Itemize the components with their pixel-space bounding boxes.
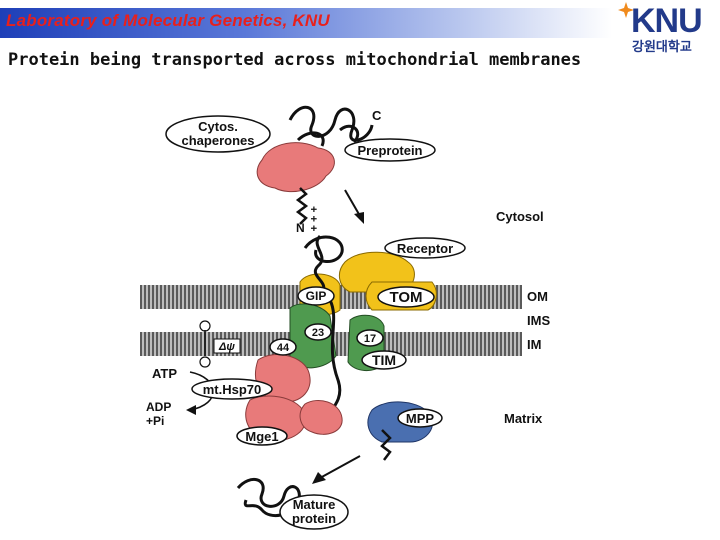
mthsp70-label: mt.Hsp70 (203, 382, 262, 397)
header-title: Laboratory of Molecular Genetics, KNU (6, 11, 330, 30)
adp-label: ADP (146, 400, 171, 414)
preprotein-coil (288, 105, 374, 142)
tim23-label: 23 (312, 327, 324, 339)
mpp-label: MPP (406, 411, 435, 426)
om-label: OM (527, 289, 548, 304)
logo-subtitle: 강원대학교 (632, 40, 692, 55)
charges-label: + + + (307, 206, 319, 231)
header-bar: Laboratory of Molecular Genetics, KNU (0, 8, 612, 38)
slide-title: Protein being transported across mitocho… (8, 50, 582, 70)
n-terminus-label: N (296, 221, 305, 235)
cytosol-label: Cytosol (496, 209, 544, 224)
presequence (295, 187, 309, 225)
receptor-label: Receptor (397, 241, 453, 256)
mature-label-line1: Mature (293, 497, 336, 512)
import-arrow (344, 189, 361, 217)
tom-label: TOM (389, 289, 422, 306)
pi-label: +Pi (146, 414, 164, 428)
mature-protein-coil (236, 478, 301, 518)
chaperone-blob (256, 142, 335, 192)
atp-label: ATP (152, 366, 177, 381)
logo-text: KNU (631, 2, 703, 40)
delta-psi-label: Δψ (218, 341, 235, 353)
tim44-label: 44 (277, 342, 290, 354)
chaperones-label-line2: chaperones (182, 133, 255, 148)
star-icon (618, 2, 634, 18)
release-arrow (319, 455, 361, 479)
knu-logo: KNU 강원대학교 (618, 2, 718, 58)
gip-label: GIP (306, 289, 327, 303)
tim-label: TIM (372, 352, 396, 368)
mature-label-line2: protein (292, 511, 336, 526)
ims-label: IMS (527, 313, 550, 328)
chaperones-label-line1: Cytos. (198, 119, 238, 134)
preprotein-label: Preprotein (357, 143, 422, 158)
matrix-label: Matrix (504, 411, 543, 426)
mge1-label: Mge1 (245, 429, 278, 444)
c-terminus-label: C (372, 108, 382, 123)
tim17-label: 17 (364, 333, 376, 345)
mge1-blob (299, 400, 343, 435)
im-label: IM (527, 337, 541, 352)
